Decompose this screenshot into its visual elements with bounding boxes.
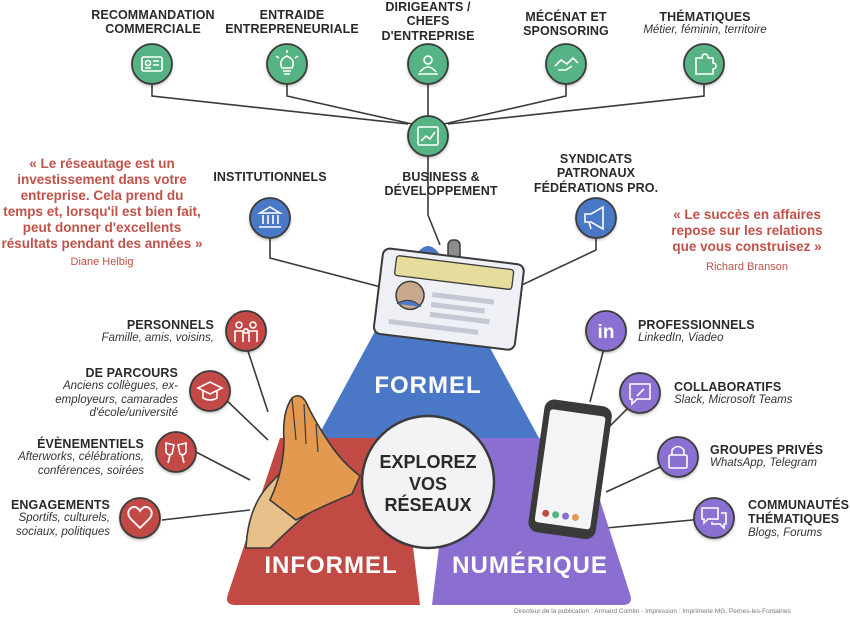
center-label: EXPLOREZ VOS RÉSEAUX — [379, 452, 477, 516]
publication-credit: Directeur de la publication : Armand Com… — [514, 608, 791, 615]
heart-icon — [127, 506, 153, 530]
node-entraide: ENTRAIDE ENTREPRENEURIALE — [222, 8, 362, 37]
node-collaboratifs: COLLABORATIFS Slack, Microsoft Teams — [674, 380, 814, 408]
node-thematiques: THÉMATIQUES Métier, féminin, territoire — [630, 10, 780, 38]
section-numerique-label: NUMÉRIQUE — [452, 552, 608, 579]
lightbulb-icon — [275, 50, 299, 75]
icon-communautes — [693, 497, 735, 539]
high-five-hands-illustration — [245, 394, 361, 549]
leader-icon — [418, 55, 438, 75]
node-title: COLLABORATIFS — [674, 380, 782, 394]
quote-left-text: « Le réseautage est un investissement da… — [1, 156, 203, 251]
icon-business — [407, 115, 449, 157]
family-icon — [234, 321, 258, 342]
section-informel-label: INFORMEL — [264, 552, 398, 579]
node-subtitle: Anciens collègues, ex-employeurs, camara… — [55, 380, 178, 419]
icon-professionnels: in — [585, 310, 627, 352]
icon-mecenat — [545, 43, 587, 85]
icon-thematiques — [683, 43, 725, 85]
icon-collaboratifs — [619, 372, 661, 414]
center-circle — [360, 414, 496, 550]
icon-dirigeants — [407, 43, 449, 85]
node-business: BUSINESS & DÉVELOPPEMENT — [374, 170, 508, 199]
node-title: ÉVÈNEMENTIELS — [37, 437, 144, 451]
node-title: THÉMATIQUES — [659, 10, 751, 24]
node-parcours: DE PARCOURS Anciens collègues, ex-employ… — [46, 366, 178, 420]
node-title: BUSINESS & DÉVELOPPEMENT — [384, 170, 498, 199]
icon-personnels — [225, 310, 267, 352]
node-subtitle: LinkedIn, Viadeo — [638, 332, 724, 345]
node-title: ENGAGEMENTS — [10, 498, 110, 512]
node-title: DE PARCOURS — [85, 366, 178, 380]
node-title: DIRIGEANTS / CHEFS D'ENTREPRISE — [381, 0, 475, 43]
lock-icon — [668, 445, 688, 469]
node-title: INSTITUTIONNELS — [213, 170, 327, 184]
node-subtitle: Famille, amis, voisins, — [101, 332, 214, 345]
icon-parcours — [189, 370, 231, 412]
node-title: COMMUNAUTÉS THÉMATIQUES — [748, 498, 850, 527]
linkedin-icon: in — [598, 322, 615, 343]
chart-icon — [417, 126, 439, 146]
node-institutionnels: INSTITUTIONNELS — [208, 170, 332, 184]
node-engagements: ENGAGEMENTS Sportifs, culturels, sociaux… — [4, 498, 110, 539]
node-groupes-prives: GROUPES PRIVÉS WhatsApp, Telegram — [710, 443, 840, 471]
chat-bubbles-icon — [701, 507, 727, 530]
node-title: ENTRAIDE ENTREPRENEURIALE — [225, 8, 359, 37]
node-subtitle: Blogs, Forums — [748, 526, 823, 539]
icon-entraide — [266, 43, 308, 85]
icon-institutionnels — [249, 197, 291, 239]
bank-icon — [257, 206, 283, 228]
node-title: SYNDICATS PATRONAUX FÉDÉRATIONS PRO. — [533, 152, 659, 195]
node-subtitle: Métier, féminin, territoire — [643, 24, 767, 37]
quote-left-author: Diane Helbig — [70, 256, 134, 268]
node-subtitle: Afterworks, célébrations, conférences, s… — [18, 451, 144, 477]
node-professionnels: PROFESSIONNELS LinkedIn, Viadeo — [638, 318, 778, 346]
icon-groupes-prives — [657, 436, 699, 478]
handshake-icon — [554, 56, 579, 71]
id-badge-illustration — [372, 239, 525, 351]
icon-evenementiels — [155, 431, 197, 473]
icon-engagements — [119, 497, 161, 539]
quote-right-text: « Le succès en affaires repose sur les r… — [671, 207, 823, 254]
icon-syndicats — [575, 197, 617, 239]
graduation-cap-icon — [196, 381, 224, 401]
node-subtitle: WhatsApp, Telegram — [710, 457, 817, 470]
node-syndicats: SYNDICATS PATRONAUX FÉDÉRATIONS PRO. — [528, 152, 664, 195]
section-formel-label: FORMEL — [374, 372, 482, 399]
node-title: PERSONNELS — [126, 318, 214, 332]
chat-edit-icon — [629, 383, 651, 406]
node-subtitle: Slack, Microsoft Teams — [674, 394, 793, 407]
id-card-icon — [141, 56, 163, 72]
node-evenementiels: ÉVÈNEMENTIELS Afterworks, célébrations, … — [6, 437, 144, 478]
icon-recommandation — [131, 43, 173, 85]
smartphone-illustration — [528, 399, 612, 540]
node-communautes: COMMUNAUTÉS THÉMATIQUES Blogs, Forums — [748, 498, 850, 540]
node-subtitle: Sportifs, culturels, sociaux, politiques — [16, 512, 110, 538]
node-personnels: PERSONNELS Famille, amis, voisins, — [40, 318, 214, 346]
node-recommandation: RECOMMANDATION COMMERCIALE — [78, 8, 228, 37]
node-dirigeants: DIRIGEANTS / CHEFS D'ENTREPRISE — [380, 0, 476, 43]
node-title: RECOMMANDATION COMMERCIALE — [91, 8, 215, 37]
megaphone-icon — [584, 205, 604, 231]
puzzle-icon — [695, 53, 717, 75]
node-title: MÉCÉNAT ET SPONSORING — [523, 10, 609, 39]
node-mecenat: MÉCÉNAT ET SPONSORING — [514, 10, 618, 39]
formel-triangle — [314, 246, 542, 452]
node-title: GROUPES PRIVÉS — [710, 443, 824, 457]
quote-right-author: Richard Branson — [706, 261, 788, 273]
node-title: PROFESSIONNELS — [638, 318, 755, 332]
toast-icon — [165, 441, 187, 464]
